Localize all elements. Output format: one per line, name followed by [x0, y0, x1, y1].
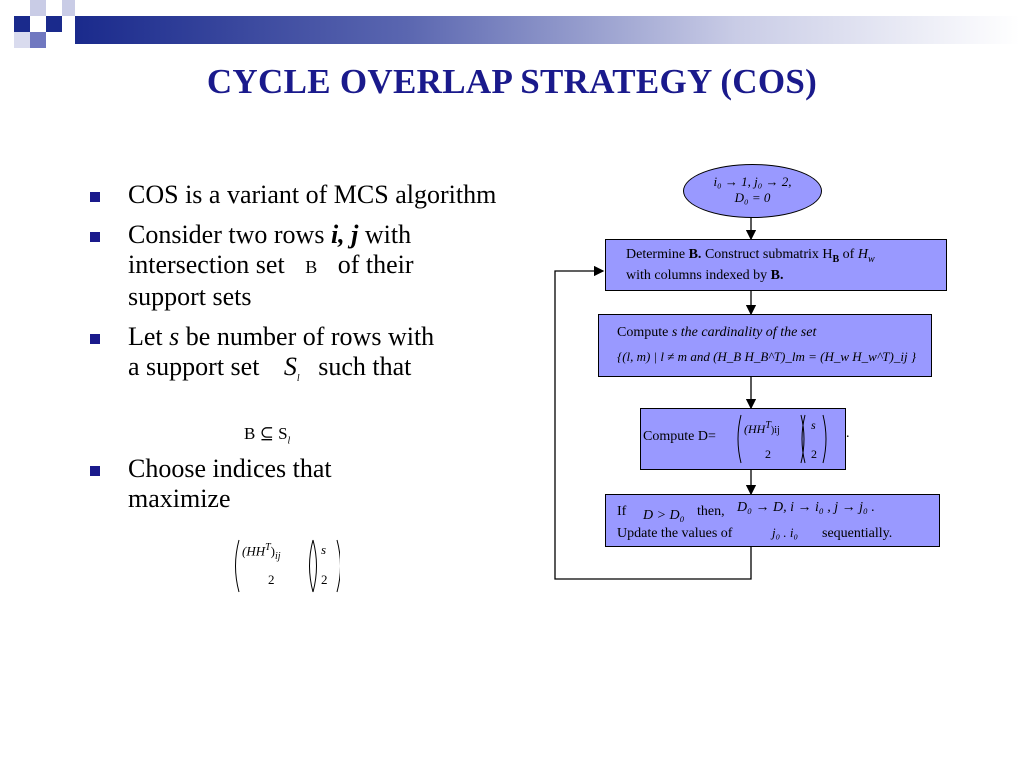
bullet-text: a support set — [128, 352, 266, 381]
bullet-text: Consider two rows — [128, 220, 331, 249]
bullet-variables: i, j — [330, 220, 359, 249]
bullet-text: support sets — [128, 282, 252, 311]
corner-square-2 — [30, 0, 46, 16]
formula-brackets — [737, 414, 827, 464]
bullet-list: COS is a variant of MCS algorithm Consid… — [90, 180, 510, 404]
bullet-text: of their — [337, 250, 414, 279]
corner-square-3 — [46, 16, 62, 32]
bullet-square-icon — [90, 232, 100, 242]
bullet-item-2: Consider two rows i, j with intersection… — [90, 220, 510, 312]
flowchart-determine-box: Determine B. Construct submatrix HB of H… — [605, 239, 947, 291]
formula-brackets — [235, 539, 340, 593]
maximize-formula: (HHT)ij 2 s 2 — [232, 538, 340, 594]
corner-square-1 — [14, 16, 30, 32]
flowchart-update-box: If D > D₀ then, D₀ → D, i → i₀ , j → j₀ … — [605, 494, 940, 547]
set-subscript: l — [296, 373, 300, 385]
bullet-square-icon — [90, 466, 100, 476]
page-title: CYCLE OVERLAP STRATEGY (COS) — [206, 62, 818, 101]
flowchart-compute-s-box: Compute s the cardinality of the set {(l… — [598, 314, 932, 377]
bullet-item-4: Choose indices that maximize — [90, 454, 510, 514]
bullet-text: such that — [318, 352, 412, 381]
bullet-text: be number of rows with — [179, 322, 435, 351]
bullet-item-3: Let s be number of rows with a support s… — [90, 322, 510, 394]
bullet-square-icon — [90, 334, 100, 344]
flowchart-compute-d-box: Compute D= (HHT)ij 2 s 2 — [640, 408, 846, 470]
bullet-square-icon — [90, 192, 100, 202]
corner-square-4 — [30, 32, 46, 48]
bullet-text: intersection set — [128, 250, 292, 279]
compute-d-trailing-dot: . — [846, 426, 850, 441]
corner-square-5 — [62, 0, 75, 16]
header-gradient-bar — [75, 16, 1020, 44]
bullet-text: COS is a variant of MCS algorithm — [128, 180, 497, 209]
flowchart-start-ellipse: i₀ → 1, j₀ → 2, D₀ = 0 — [683, 164, 822, 218]
bullet-text: Choose indices that maximize — [128, 454, 332, 513]
bullet-list-cont: Choose indices that maximize — [90, 454, 510, 524]
set-symbol: S — [283, 352, 297, 381]
set-symbol: B — [305, 257, 318, 277]
bullet-text: with — [358, 220, 412, 249]
bullet-variable: s — [169, 322, 180, 351]
subset-formula: B ⊆ Sl — [244, 424, 291, 447]
bullet-text: Let — [128, 322, 170, 351]
bullet-item-1: COS is a variant of MCS algorithm — [90, 180, 510, 210]
corner-square-6 — [14, 32, 30, 48]
